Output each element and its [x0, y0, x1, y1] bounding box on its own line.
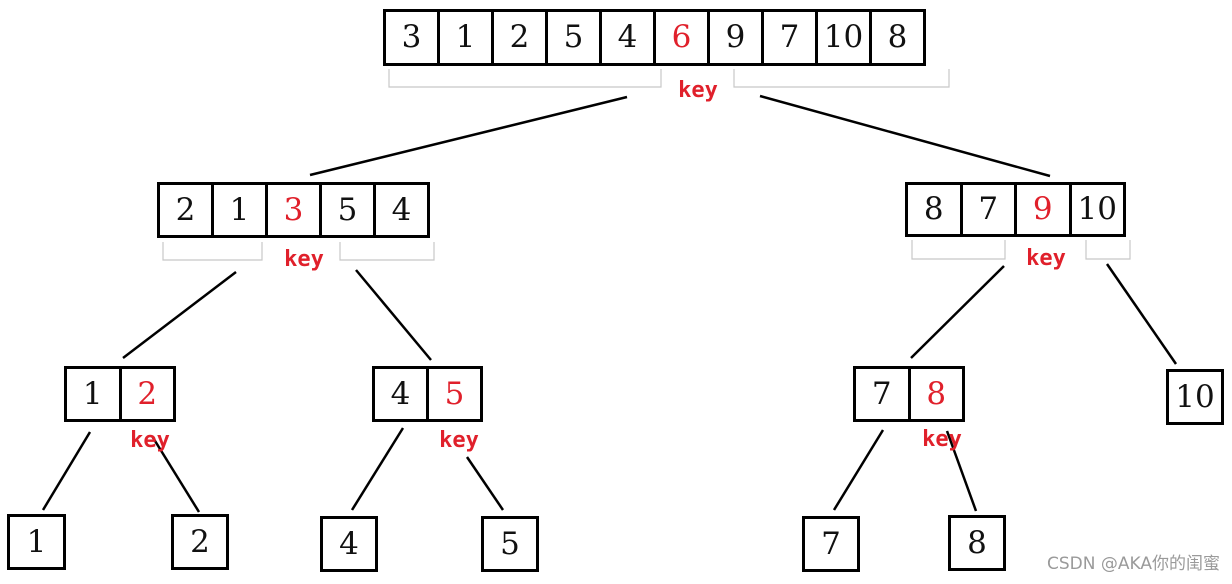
- partition-bracket-3: [339, 242, 435, 261]
- tree-edge-2: [122, 271, 237, 359]
- key-label-root: key: [678, 78, 718, 103]
- partition-bracket-5: [1085, 240, 1131, 260]
- array-cell-root-1: 1: [437, 9, 494, 66]
- key-label-right: key: [1026, 246, 1066, 271]
- tree-edge-5: [1105, 263, 1178, 365]
- array-cell-right-right-0: 10: [1166, 369, 1224, 425]
- array-cell-left-left-0: 1: [64, 366, 122, 422]
- key-label-left-left: key: [130, 428, 170, 453]
- tree-edge-10: [832, 429, 885, 511]
- key-label-right-left: key: [922, 427, 962, 452]
- array-cell-left-left-1: 2: [118, 366, 176, 422]
- partition-bracket-4: [911, 240, 1006, 260]
- tree-edge-9: [465, 456, 505, 511]
- array-cell-root-4: 4: [599, 9, 656, 66]
- array-cell-left-2: 3: [265, 182, 322, 238]
- array-cell-leaf-4-0: 4: [320, 516, 378, 572]
- array-cell-left-right-0: 4: [372, 366, 429, 422]
- key-label-left-right: key: [439, 428, 479, 453]
- partition-bracket-1: [733, 69, 950, 88]
- array-cell-left-0: 2: [157, 182, 214, 238]
- array-cell-root-3: 5: [545, 9, 602, 66]
- array-cell-left-1: 1: [211, 182, 268, 238]
- array-cell-root-8: 10: [815, 9, 872, 66]
- array-cell-left-right-1: 5: [426, 366, 483, 422]
- array-cell-root-2: 2: [491, 9, 548, 66]
- array-cell-right-2: 9: [1014, 182, 1072, 237]
- array-cell-left-3: 5: [319, 182, 376, 238]
- array-cell-leaf-5-0: 5: [481, 516, 539, 572]
- array-cell-leaf-7-0: 7: [802, 516, 860, 572]
- array-cell-right-left-0: 7: [853, 366, 911, 422]
- watermark: CSDN @AKA你的闺蜜: [1047, 554, 1220, 574]
- array-cell-leaf-8-0: 8: [948, 515, 1006, 571]
- array-cell-leaf-1-0: 1: [7, 514, 66, 570]
- tree-edge-3: [355, 269, 432, 361]
- array-cell-root-6: 9: [707, 9, 764, 66]
- tree-edge-11: [945, 430, 978, 512]
- tree-edge-8: [350, 427, 405, 511]
- array-cell-root-7: 7: [761, 9, 818, 66]
- tree-edge-7: [150, 435, 201, 513]
- array-cell-root-0: 3: [383, 9, 440, 66]
- partition-bracket-0: [388, 69, 662, 88]
- array-cell-root-9: 8: [869, 9, 926, 66]
- array-cell-right-left-1: 8: [907, 366, 965, 422]
- tree-edge-1: [759, 94, 1051, 178]
- array-cell-leaf-2-0: 2: [171, 514, 229, 570]
- array-cell-right-0: 8: [905, 182, 963, 237]
- array-cell-root-5: 6: [653, 9, 710, 66]
- array-cell-right-1: 7: [959, 182, 1017, 237]
- key-label-left: key: [284, 247, 324, 272]
- partition-bracket-2: [162, 242, 263, 261]
- tree-edge-4: [910, 265, 1005, 359]
- tree-edge-6: [41, 431, 92, 511]
- tree-edge-0: [309, 95, 628, 177]
- array-cell-right-3: 10: [1068, 182, 1126, 237]
- array-cell-left-4: 4: [373, 182, 430, 238]
